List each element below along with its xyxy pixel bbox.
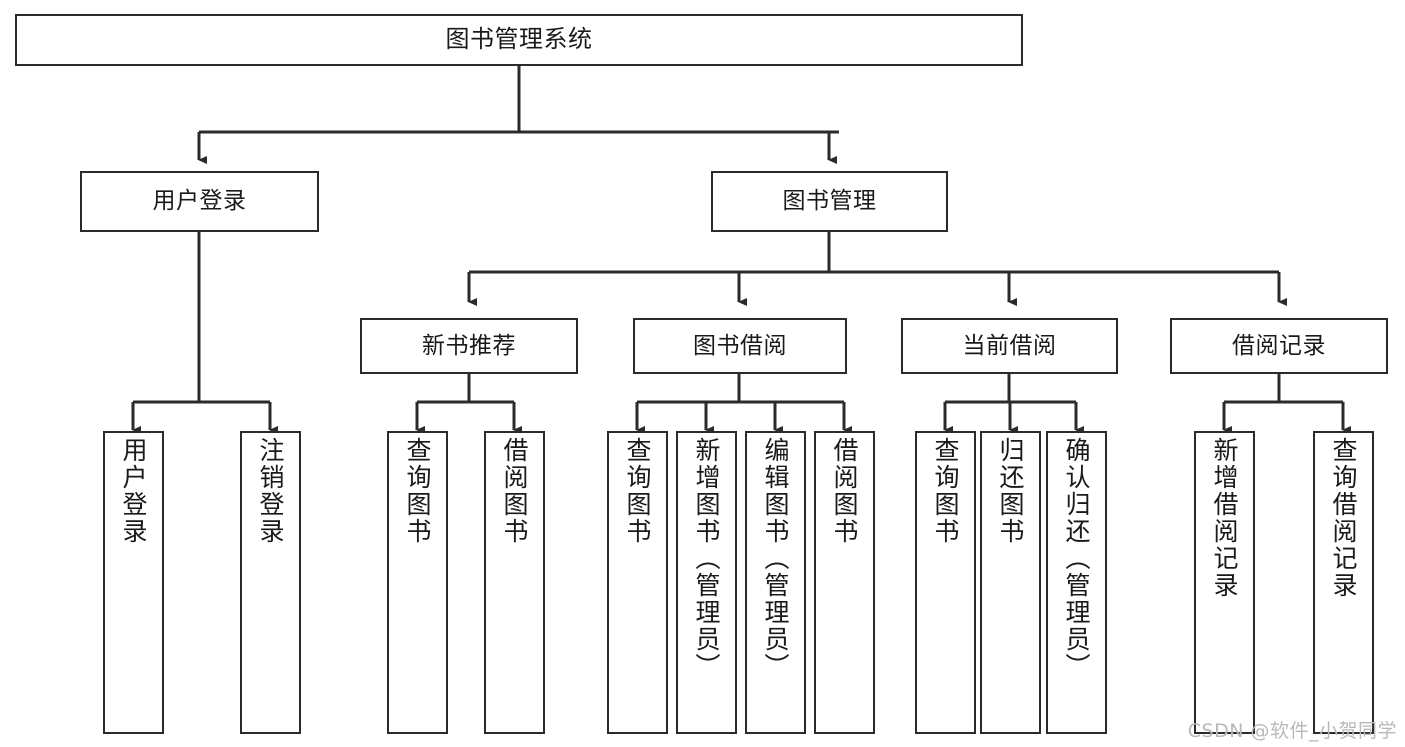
csdn-watermark: CSDN @软件_小贺同学 — [1187, 720, 1397, 742]
node-leaf-user-login-login[interactable]: 用户登录 — [103, 431, 164, 734]
node-leaf-label: 查询图书 — [931, 437, 960, 545]
node-user-login-label: 用户登录 — [152, 188, 247, 215]
node-leaf-new-book-query[interactable]: 查询图书 — [387, 431, 448, 734]
node-leaf-current-return[interactable]: 归还图书 — [980, 431, 1041, 734]
node-leaf-borrow-borrow[interactable]: 借阅图书 — [814, 431, 875, 734]
node-leaf-label: 新增图书（管理员） — [692, 437, 721, 680]
node-leaf-current-query[interactable]: 查询图书 — [915, 431, 976, 734]
node-book-borrow-label: 图书借阅 — [693, 332, 787, 359]
node-leaf-label: 新增借阅记录 — [1210, 437, 1239, 599]
node-leaf-label: 编辑图书（管理员） — [761, 437, 790, 680]
node-current-borrow[interactable]: 当前借阅 — [901, 318, 1118, 374]
node-root-system[interactable]: 图书管理系统 — [15, 14, 1023, 66]
node-leaf-label: 查询图书 — [623, 437, 652, 545]
node-leaf-record-add[interactable]: 新增借阅记录 — [1194, 431, 1255, 734]
node-leaf-label: 确认归还（管理员） — [1062, 437, 1091, 680]
node-root-system-label: 图书管理系统 — [445, 25, 593, 54]
node-leaf-label: 借阅图书 — [500, 437, 529, 545]
node-leaf-current-confirm-return-admin[interactable]: 确认归还（管理员） — [1046, 431, 1107, 734]
node-new-book-recommend[interactable]: 新书推荐 — [360, 318, 578, 374]
node-leaf-borrow-query[interactable]: 查询图书 — [607, 431, 668, 734]
node-leaf-borrow-add-admin[interactable]: 新增图书（管理员） — [676, 431, 737, 734]
node-book-management-label: 图书管理 — [782, 188, 877, 215]
node-leaf-borrow-edit-admin[interactable]: 编辑图书（管理员） — [745, 431, 806, 734]
node-leaf-label: 归还图书 — [996, 437, 1025, 545]
node-book-borrow[interactable]: 图书借阅 — [633, 318, 847, 374]
node-leaf-user-login-logout[interactable]: 注销登录 — [240, 431, 301, 734]
node-new-book-recommend-label: 新书推荐 — [422, 332, 516, 359]
node-leaf-record-query[interactable]: 查询借阅记录 — [1313, 431, 1374, 734]
node-borrow-record[interactable]: 借阅记录 — [1170, 318, 1388, 374]
node-leaf-new-book-borrow[interactable]: 借阅图书 — [484, 431, 545, 734]
node-leaf-label: 查询图书 — [403, 437, 432, 545]
node-user-login[interactable]: 用户登录 — [80, 171, 319, 232]
node-leaf-label: 注销登录 — [256, 437, 285, 545]
node-current-borrow-label: 当前借阅 — [962, 332, 1057, 359]
node-leaf-label: 用户登录 — [119, 437, 148, 545]
node-leaf-label: 查询借阅记录 — [1329, 437, 1358, 599]
node-book-management[interactable]: 图书管理 — [711, 171, 948, 232]
node-leaf-label: 借阅图书 — [830, 437, 859, 545]
node-borrow-record-label: 借阅记录 — [1232, 332, 1326, 359]
